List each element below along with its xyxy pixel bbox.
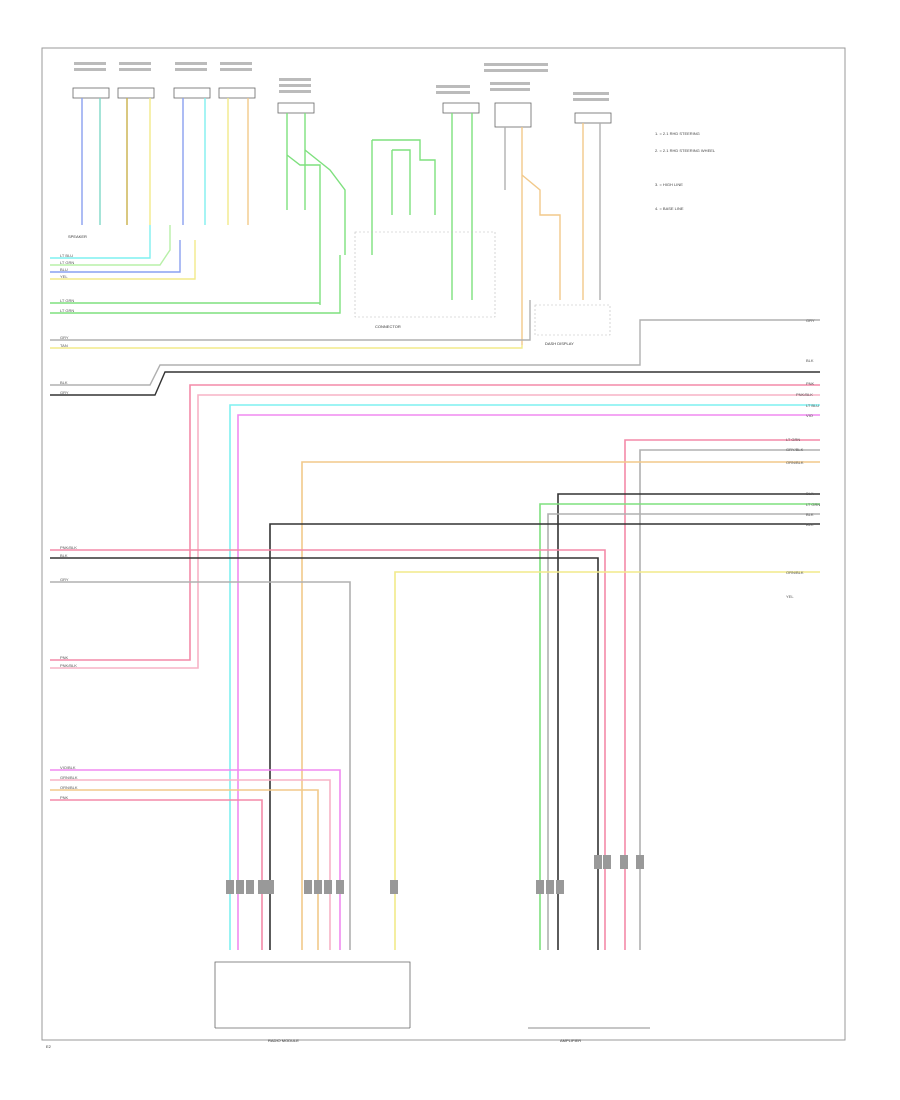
speaker-connector-3 (173, 87, 211, 99)
svg-text:PNK/BLK: PNK/BLK (60, 545, 77, 550)
svg-text:LT BLU: LT BLU (806, 403, 819, 408)
speaker-connector-2 (117, 87, 155, 99)
component-captions: SPEAKER CONNECTOR DASH DISPLAY (68, 234, 574, 346)
svg-text:LT GRN: LT GRN (60, 298, 74, 303)
svg-text:LT GRN: LT GRN (60, 260, 74, 265)
radio-module-label: RADIO MODULE (268, 1038, 299, 1043)
note-1: 1. = 2.1 RHD STEERING (655, 131, 700, 136)
speaker-captions (74, 62, 609, 101)
svg-text:BLK: BLK (60, 553, 68, 558)
svg-text:BLK: BLK (806, 491, 814, 496)
main-bus (50, 384, 820, 950)
svg-text:LT GRN: LT GRN (806, 502, 820, 507)
dash-display-label: DASH DISPLAY (545, 341, 574, 346)
pin-stubs (226, 855, 644, 894)
speaker-connector-7 (494, 102, 532, 128)
right-labels: GRY BLK PNK PNK/BLK LT BLU VIO LT GRN GR… (786, 318, 820, 599)
left-labels: LT BLU LT GRN BLU YEL LT GRN LT GRN GRY … (60, 253, 78, 800)
svg-text:BLK: BLK (806, 512, 814, 517)
footer-code: E2 (46, 1044, 52, 1049)
top-speaker-wires (81, 98, 601, 345)
svg-text:YEL: YEL (60, 274, 68, 279)
svg-text:PNK/BLK: PNK/BLK (60, 663, 77, 668)
svg-text:PNK: PNK (60, 795, 69, 800)
svg-text:YEL: YEL (786, 594, 794, 599)
svg-text:GRY: GRY (60, 390, 69, 395)
speaker-connector-6 (442, 102, 480, 114)
speaker-connector-1 (72, 87, 110, 99)
diagram-frame (41, 47, 846, 1041)
connector-center-label: CONNECTOR (375, 324, 401, 329)
speaker-group-label: SPEAKER (68, 234, 87, 239)
speaker-connector-5 (277, 102, 315, 114)
svg-text:GRY/BLK: GRY/BLK (786, 447, 804, 452)
svg-text:GRY: GRY (60, 335, 69, 340)
speaker-connectors (72, 87, 612, 128)
svg-text:BLU: BLU (60, 267, 68, 272)
svg-text:LT GRN: LT GRN (786, 437, 800, 442)
speaker-connector-8 (574, 112, 612, 124)
svg-text:PNK/BLK: PNK/BLK (796, 392, 813, 397)
bottom-modules: RADIO MODULE AMPLIFIER (214, 961, 650, 1043)
svg-text:GRN/BLK: GRN/BLK (60, 775, 78, 780)
notes-block: 1. = 2.1 RHD STEERING 2. = 2.1 RHD STEER… (655, 131, 716, 211)
svg-text:LT GRN: LT GRN (60, 308, 74, 313)
svg-text:GRY: GRY (806, 318, 815, 323)
svg-text:ORN/BLK: ORN/BLK (786, 460, 804, 465)
svg-text:BLK: BLK (806, 358, 814, 363)
svg-text:VIO: VIO (806, 413, 813, 418)
amplifier-label: AMPLIFIER (560, 1038, 581, 1043)
svg-text:TAN: TAN (60, 343, 68, 348)
note-3: 3. = HIGH LINE (655, 182, 683, 187)
svg-text:PNK: PNK (806, 381, 815, 386)
svg-text:BLK: BLK (60, 380, 68, 385)
radio-module-outline (214, 961, 411, 1028)
svg-text:ORN/BLK: ORN/BLK (60, 785, 78, 790)
lower-harness (50, 549, 820, 950)
svg-text:GRY: GRY (60, 577, 69, 582)
note-2: 2. = 2.1 RHD STEERING WHEEL (655, 148, 716, 153)
svg-text:VIO/BLK: VIO/BLK (60, 765, 76, 770)
note-4: 4. = BASE LINE (655, 206, 684, 211)
svg-text:BLK: BLK (806, 522, 814, 527)
svg-text:LT BLU: LT BLU (60, 253, 73, 258)
upper-harness (50, 225, 820, 396)
svg-text:PNK: PNK (60, 655, 69, 660)
connector-box-2 (534, 304, 611, 336)
speaker-connector-4 (218, 87, 256, 99)
connector-box-1 (354, 231, 496, 318)
svg-text:ORN/BLK: ORN/BLK (786, 570, 804, 575)
